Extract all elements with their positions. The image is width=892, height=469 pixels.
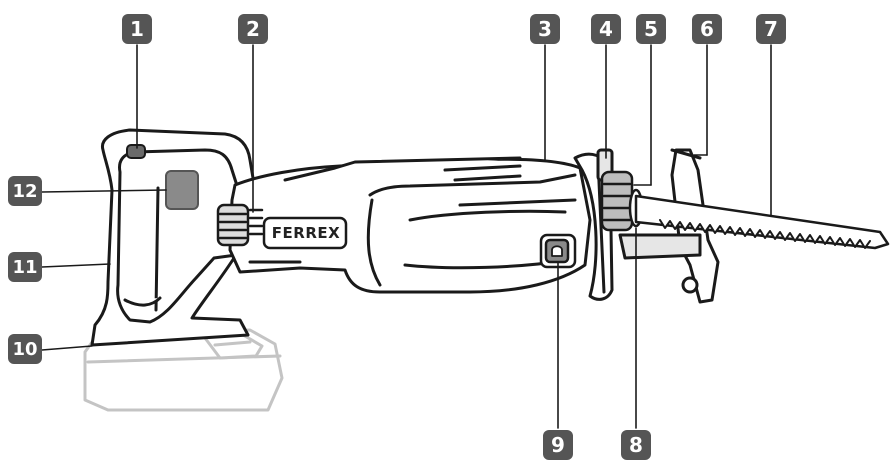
callout-leader-lines: [41, 44, 772, 429]
callout-12-badge: 12: [8, 176, 42, 206]
callout-8-badge: 8: [621, 430, 651, 460]
saw-blade: [634, 194, 890, 250]
callout-4-badge: 4: [591, 14, 621, 44]
callout-7-badge: 7: [756, 14, 786, 44]
logo-plate: [262, 216, 348, 250]
callout-6-badge: 6: [692, 14, 722, 44]
motor-body: [228, 156, 592, 294]
callout-2-badge: 2: [238, 14, 268, 44]
callout-11-badge: 11: [8, 252, 42, 282]
safety-lock-button: [126, 144, 146, 159]
trigger-switch: [165, 170, 199, 210]
lock-switch: [539, 233, 577, 269]
callout-5-badge: 5: [636, 14, 666, 44]
callout-1-badge: 1: [122, 14, 152, 44]
ferrex-logo: FERREX: [271, 224, 341, 242]
callout-10-badge: 10: [8, 334, 42, 364]
handle: [90, 128, 257, 347]
callout-3-badge: 3: [530, 14, 560, 44]
variable-speed-dial: [216, 203, 264, 247]
callout-9-badge: 9: [543, 430, 573, 460]
